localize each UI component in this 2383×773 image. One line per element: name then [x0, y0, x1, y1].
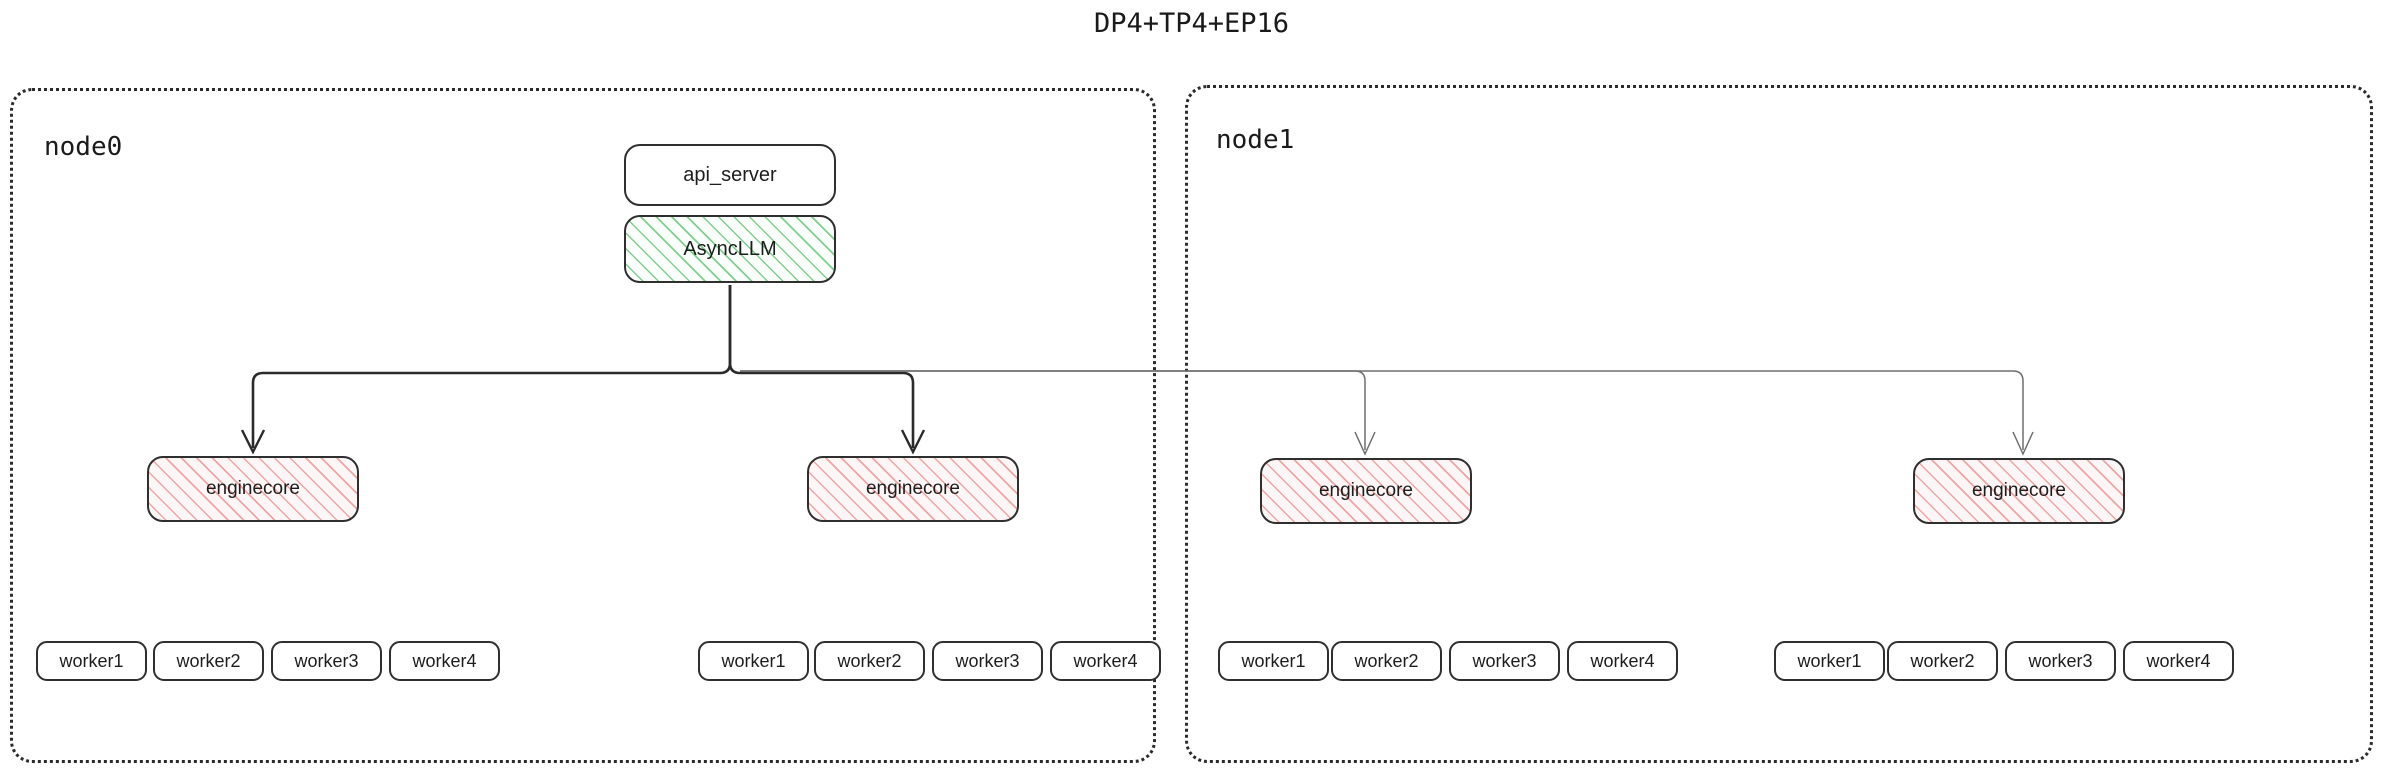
worker-box-node1-0-2[interactable]: worker3 — [1449, 641, 1560, 681]
worker-label: worker2 — [176, 650, 241, 671]
worker-label: worker4 — [1590, 650, 1655, 671]
worker-box-node1-1-0[interactable]: worker1 — [1774, 641, 1885, 681]
worker-label: worker4 — [2146, 650, 2211, 671]
node-label-node1: node1 — [1216, 125, 1295, 155]
worker-box-node1-1-3[interactable]: worker4 — [2123, 641, 2234, 681]
enginecore-label: enginecore — [205, 478, 301, 499]
worker-label: worker1 — [721, 650, 786, 671]
worker-label: worker2 — [837, 650, 902, 671]
asyncllm-box[interactable]: AsyncLLM — [624, 215, 836, 283]
worker-box-node0-1-1[interactable]: worker2 — [814, 641, 925, 681]
worker-label: worker4 — [412, 650, 477, 671]
worker-box-node1-0-3[interactable]: worker4 — [1567, 641, 1678, 681]
worker-box-node1-1-2[interactable]: worker3 — [2005, 641, 2116, 681]
worker-label: worker3 — [294, 650, 359, 671]
worker-box-node0-0-3[interactable]: worker4 — [389, 641, 500, 681]
worker-label: worker3 — [1472, 650, 1537, 671]
enginecore-box-node0-0[interactable]: enginecore — [147, 456, 359, 522]
worker-box-node0-0-0[interactable]: worker1 — [36, 641, 147, 681]
enginecore-box-node1-1[interactable]: enginecore — [1913, 458, 2125, 524]
worker-box-node0-0-1[interactable]: worker2 — [153, 641, 264, 681]
enginecore-label: enginecore — [1318, 480, 1414, 501]
enginecore-label: enginecore — [1971, 480, 2067, 501]
asyncllm-label: AsyncLLM — [683, 237, 777, 260]
worker-box-node0-1-0[interactable]: worker1 — [698, 641, 809, 681]
node-label-node0: node0 — [44, 132, 123, 162]
worker-box-node1-1-1[interactable]: worker2 — [1887, 641, 1998, 681]
worker-box-node0-1-3[interactable]: worker4 — [1050, 641, 1161, 681]
api-server-box[interactable]: api_server — [624, 144, 836, 206]
api-server-label: api_server — [683, 163, 777, 186]
enginecore-box-node0-1[interactable]: enginecore — [807, 456, 1019, 522]
enginecore-box-node1-0[interactable]: enginecore — [1260, 458, 1472, 524]
worker-label: worker4 — [1073, 650, 1138, 671]
worker-label: worker1 — [1797, 650, 1862, 671]
worker-label: worker2 — [1910, 650, 1975, 671]
worker-label: worker1 — [59, 650, 124, 671]
worker-box-node1-0-0[interactable]: worker1 — [1218, 641, 1329, 681]
worker-box-node0-1-2[interactable]: worker3 — [932, 641, 1043, 681]
worker-box-node0-0-2[interactable]: worker3 — [271, 641, 382, 681]
worker-label: worker1 — [1241, 650, 1306, 671]
page-title: DP4+TP4+EP16 — [1093, 8, 1290, 39]
worker-label: worker3 — [955, 650, 1020, 671]
worker-label: worker3 — [2028, 650, 2093, 671]
worker-label: worker2 — [1354, 650, 1419, 671]
worker-box-node1-0-1[interactable]: worker2 — [1331, 641, 1442, 681]
enginecore-label: enginecore — [865, 478, 961, 499]
